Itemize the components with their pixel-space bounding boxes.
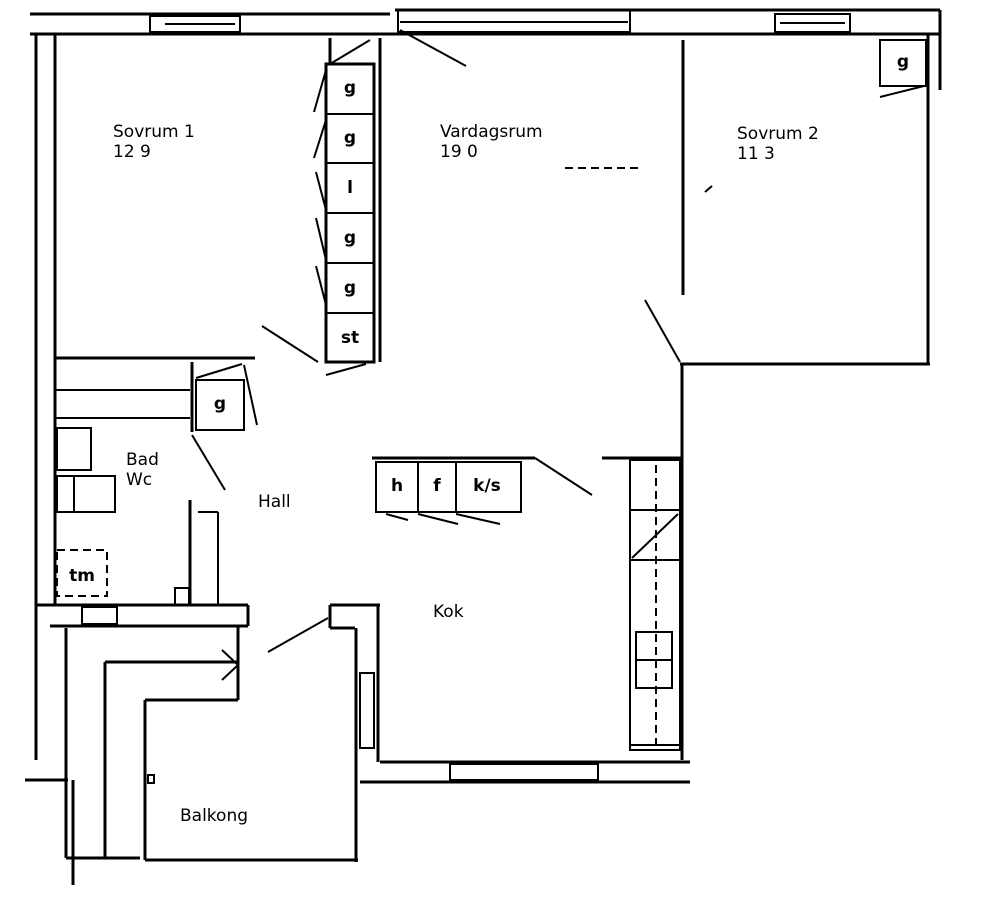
room-area: 19 0 (440, 142, 478, 162)
room-label-kok: Kok (433, 602, 464, 622)
appliance-label: tm (69, 566, 95, 586)
closet-column (261, 29, 467, 376)
closet-label: l (347, 178, 353, 198)
closet-label: g (343, 278, 357, 298)
balcony-walls (25, 626, 358, 885)
closet-label: g (343, 128, 357, 148)
room-name: Bad (126, 450, 159, 470)
room-label-balkong: Balkong (180, 806, 249, 826)
kitchen-walls (267, 364, 690, 862)
appliance-label: h (390, 476, 404, 496)
closet-label: g (343, 228, 357, 248)
closet-label: st (340, 328, 360, 348)
closet-label: g (213, 394, 227, 414)
appliance-label: f (433, 476, 441, 496)
outer-wall-left (34, 34, 57, 760)
closet-label: g (343, 78, 357, 98)
closet-label: g (896, 52, 910, 72)
room-name: Sovrum 2 (737, 124, 819, 144)
room-area: 11 3 (737, 144, 775, 164)
room-label-hall: Hall (258, 492, 291, 512)
room-name: Vardagsrum (440, 122, 543, 142)
bath-walls (36, 356, 258, 628)
room-name: Sovrum 1 (113, 122, 195, 142)
room-area: 12 9 (113, 142, 151, 162)
appliance-label: k/s (473, 476, 501, 496)
sovrum2-walls (565, 10, 942, 366)
outer-wall-top (30, 8, 940, 36)
room-sub: Wc (126, 470, 153, 490)
